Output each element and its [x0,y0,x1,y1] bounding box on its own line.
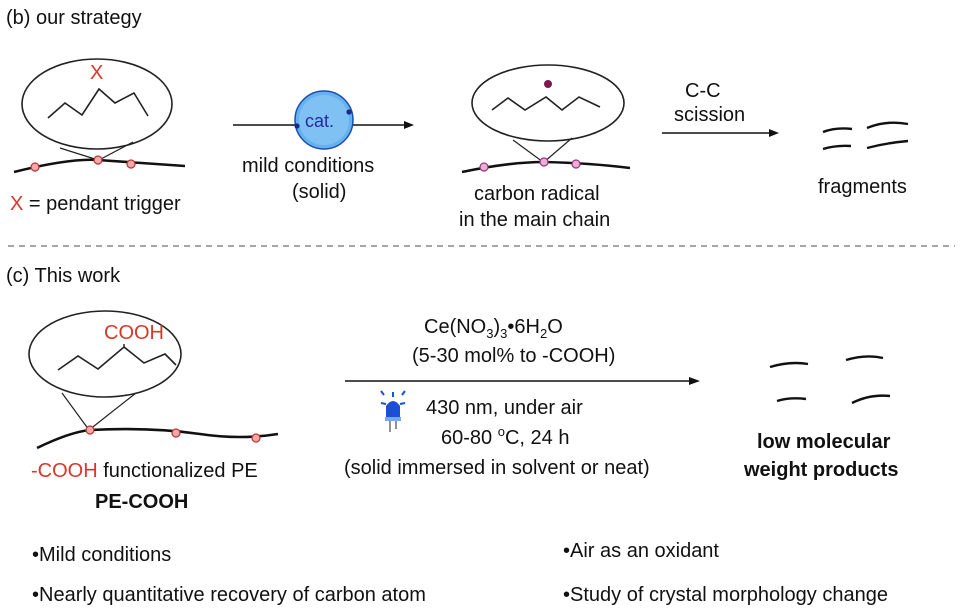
bullet-list: •Mild conditions •Air as an oxidant •Nea… [32,540,888,606]
chain-node [93,155,103,165]
products-glyph [769,355,891,405]
zoom-chain [47,87,149,119]
zoom-line-left [61,392,90,431]
polymer-name: PE-COOH [95,491,188,513]
fragments-label: fragments [818,176,907,198]
conditions-line-1: mild conditions [242,155,374,177]
led-light-icon [380,390,406,432]
catalyst-label: cat. [305,111,334,131]
zoom-line-right [543,137,573,163]
trigger-legend: X = pendant trigger [10,193,181,215]
catalyst-cycle-dot [294,123,300,129]
fragment-stroke [822,127,853,134]
zoom-ellipse [21,58,173,150]
chain-node [251,433,261,443]
trigger-polymer: X [13,58,186,174]
bullet-item: •Mild conditions [32,544,171,566]
cooh-group-label: COOH [104,322,164,344]
chain-node [126,159,136,169]
chain-node [539,157,549,167]
fragment-stroke [845,355,884,362]
zoom-line-left [512,139,544,163]
bullet-item: •Nearly quantitative recovery of carbon … [32,584,426,606]
scission-line-2: scission [674,104,745,126]
fragment-stroke [776,397,807,403]
zoom-line-right [88,392,137,431]
radical-line-2: in the main chain [459,209,610,231]
catalyst-circle-inner [299,95,349,145]
polymer-description: -COOH functionalized PE [31,460,258,482]
products-line-2: weight products [743,459,898,481]
radical-dot [544,80,552,88]
bullet-item: •Air as an oxidant [563,540,719,562]
polymer-backbone [36,427,279,450]
fragment-stroke [866,121,909,130]
reaction-medium: (solid immersed in solvent or neat) [344,457,650,479]
arrowhead [769,129,779,137]
cooh-polymer: COOH [28,310,279,450]
fragment-stroke [822,144,852,151]
light-conditions: 430 nm, under air [426,397,583,419]
arrowhead [404,121,414,129]
zoom-ellipse [471,64,625,142]
fragments-glyph [822,121,909,151]
chain-node [30,162,40,172]
chain-node [571,159,581,169]
section-b-heading: (b) our strategy [6,7,142,29]
chain-node [171,428,181,438]
products-line-1: low molecular [757,431,891,453]
fragment-stroke [866,139,909,150]
zoom-line-left [59,147,99,161]
arrowhead [689,377,700,385]
scission-line-1: C-C [685,80,721,102]
catalyst-cycle-dot [346,109,352,115]
fragment-stroke [769,361,809,369]
zoom-chain [491,96,601,112]
section-c-heading: (c) This work [6,265,121,287]
zoom-ellipse [28,310,182,398]
radical-line-1: carbon radical [474,183,600,205]
reagent-loading: (5-30 mol% to -COOH) [412,345,615,367]
temperature-time: 60-80 oC, 24 h [441,424,569,449]
reagent-formula: Ce(NO3)3•6H2O [424,316,563,341]
bullet-item: •Study of crystal morphology change [563,584,888,606]
chain-node [479,162,489,172]
fragment-stroke [851,394,891,405]
zoom-line-right [98,141,134,161]
radical-polymer [461,64,631,174]
conditions-line-2: (solid) [292,181,346,203]
zoom-chain [57,345,177,371]
chain-node [85,425,95,435]
trigger-label: X [90,62,103,84]
